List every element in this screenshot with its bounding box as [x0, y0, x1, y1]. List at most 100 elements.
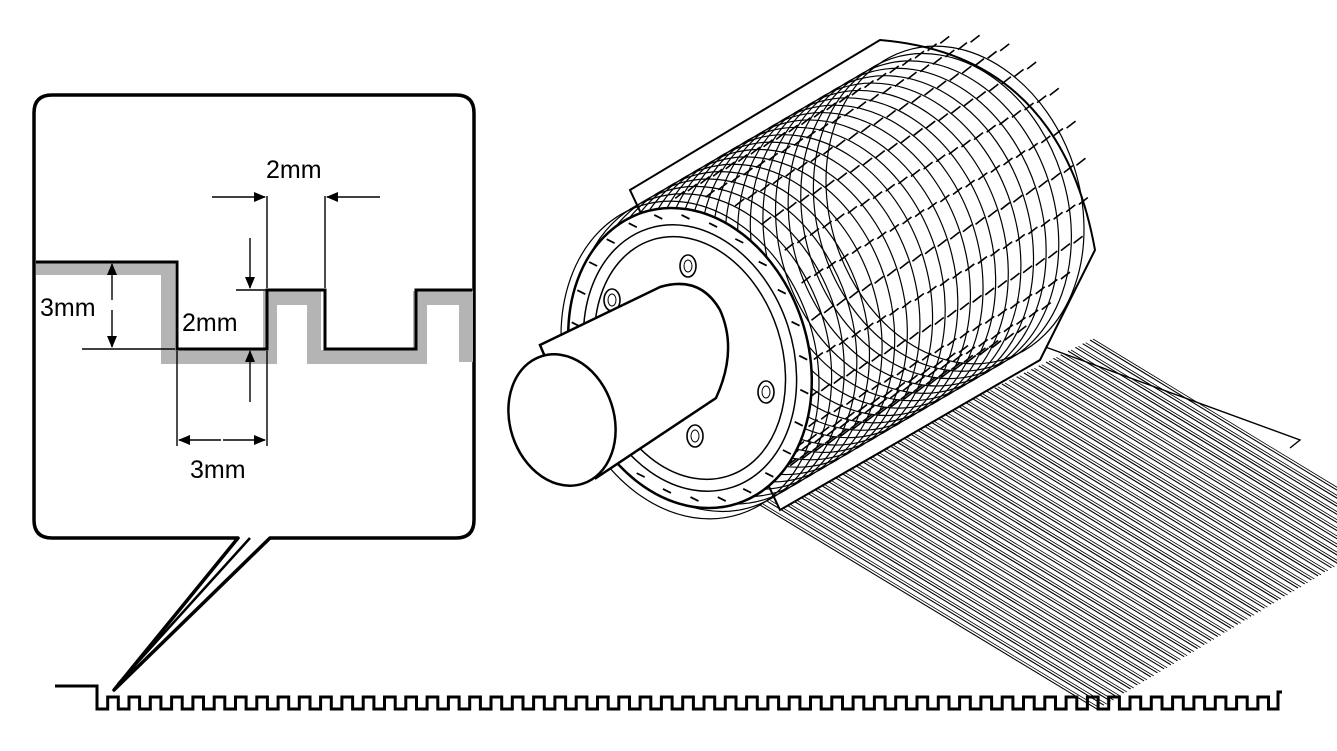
- roller-tooth: [1015, 233, 1026, 243]
- roller-tooth: [924, 246, 935, 255]
- sheet-strip-line: [843, 463, 1175, 665]
- roller-tooth: [925, 376, 936, 386]
- sheet-strip-line: [1026, 371, 1337, 561]
- roller-tooth: [813, 268, 824, 277]
- roller-tooth: [824, 179, 835, 188]
- sheet-strip-line: [869, 449, 1198, 650]
- roller-tooth: [978, 338, 989, 348]
- sheet-strip-line: [858, 455, 1188, 657]
- face-bolt-hole-inner: [607, 293, 617, 307]
- roller-tooth: [889, 65, 900, 74]
- roller-tooth: [789, 458, 800, 467]
- roller-tooth: [901, 57, 912, 67]
- sheet-strip-line: [770, 499, 1108, 705]
- roller-tooth: [1002, 157, 1013, 166]
- roller-tooth: [950, 362, 961, 371]
- sheet-strip-line: [1070, 349, 1337, 513]
- tooth-profile: [36, 260, 473, 364]
- roller-tooth: [988, 339, 999, 349]
- roller-tooth: [920, 367, 931, 376]
- roller-tooth: [699, 176, 710, 185]
- dimension-label-bottom-width: 3mm: [190, 456, 246, 484]
- face-tooth-notch: [662, 488, 672, 494]
- sheet-strip-line: [1016, 376, 1332, 569]
- sheet-strip-line: [924, 422, 1248, 620]
- roller-tooth: [945, 352, 956, 361]
- roller-tooth: [826, 102, 837, 111]
- sheet-strip-line: [928, 420, 1252, 617]
- face-bolt-hole: [686, 424, 704, 448]
- roller-tooth: [848, 290, 859, 299]
- sheet-strip-line: [784, 492, 1121, 697]
- roller-tooth: [914, 50, 925, 59]
- callout-pointer-inner: [117, 537, 251, 685]
- roller-tooth: [800, 116, 811, 126]
- roller-tooth: [876, 231, 887, 240]
- roller-tooth: [1026, 61, 1037, 70]
- roller-tooth: [826, 427, 837, 436]
- roller-tooth: [949, 231, 960, 240]
- profile-line: [36, 260, 472, 351]
- roller-tooth: [871, 353, 882, 362]
- roller-tooth: [970, 34, 981, 43]
- roller-tooth: [1040, 135, 1051, 144]
- roller-tooth: [1016, 325, 1027, 334]
- roller-tooth: [927, 368, 938, 377]
- roller-tooth: [925, 120, 936, 129]
- face-bolt-hole-inner: [761, 385, 771, 399]
- roller-tooth: [902, 383, 913, 392]
- sheet-strip-line: [943, 412, 1265, 609]
- roller-tooth: [976, 90, 987, 100]
- face-tooth-notch: [734, 238, 744, 244]
- roller-ring: [825, 45, 1085, 365]
- sheet-strip-line: [1034, 367, 1337, 553]
- roller-tooth: [882, 389, 893, 398]
- roller-tooth: [1015, 149, 1026, 159]
- sheet-strip-line: [1031, 368, 1337, 556]
- face-tooth-notch: [798, 354, 808, 361]
- roller-tooth: [864, 405, 875, 414]
- sheet-strip-line: [777, 496, 1114, 701]
- roller-tooth: [889, 390, 900, 399]
- face-tooth-notch: [628, 222, 638, 229]
- roller-tooth: [877, 397, 888, 407]
- sheet-strip-line: [906, 431, 1232, 629]
- roller-tooth: [750, 146, 761, 155]
- corrugated-strip-profile: [55, 684, 1282, 711]
- sheet-strip-line: [975, 397, 1295, 592]
- roller-shaft: [507, 282, 730, 487]
- sheet-strip-line: [990, 389, 1308, 584]
- roller-tooth: [814, 443, 825, 452]
- face-tooth-notch: [653, 214, 663, 220]
- sheet-strip-line: [1063, 353, 1337, 521]
- face-bolt-hole: [679, 254, 697, 278]
- dimension-inner-height: 2mm: [182, 238, 266, 402]
- sheet-strip-line: [1053, 357, 1337, 532]
- sheet-strip-line: [806, 481, 1141, 685]
- roller-tooth: [687, 183, 698, 192]
- sheet-strip-line: [855, 456, 1185, 658]
- face-tooth-notch: [791, 320, 800, 327]
- sheet-strip-line: [979, 394, 1299, 589]
- sheet-strip-line: [1092, 338, 1337, 488]
- roller-tooth: [1073, 235, 1084, 244]
- roller-tooth: [909, 331, 920, 340]
- roller-tooth: [934, 345, 945, 354]
- sheet-strip-line: [994, 387, 1312, 581]
- roller-tooth: [990, 331, 1001, 340]
- roller-tooth: [899, 260, 910, 270]
- sheet-strip-line: [1060, 354, 1337, 524]
- roller-tooth: [1004, 332, 1015, 341]
- sheet-strip-line: [877, 445, 1205, 646]
- sheet-strip-line: [902, 433, 1228, 632]
- sheet-strip-line: [1009, 379, 1326, 573]
- sheet-strip-line: [950, 409, 1272, 605]
- roller-tooth: [937, 238, 948, 248]
- sheet-strip-line: [762, 503, 1101, 709]
- face-tooth-notch: [758, 260, 768, 267]
- dimension-bottom-width: 3mm: [176, 351, 268, 484]
- roller-tooth: [926, 285, 937, 294]
- roller-tooth: [940, 361, 951, 370]
- dimension-top-width: 2mm: [212, 156, 380, 288]
- roller-tooth: [1003, 324, 1014, 333]
